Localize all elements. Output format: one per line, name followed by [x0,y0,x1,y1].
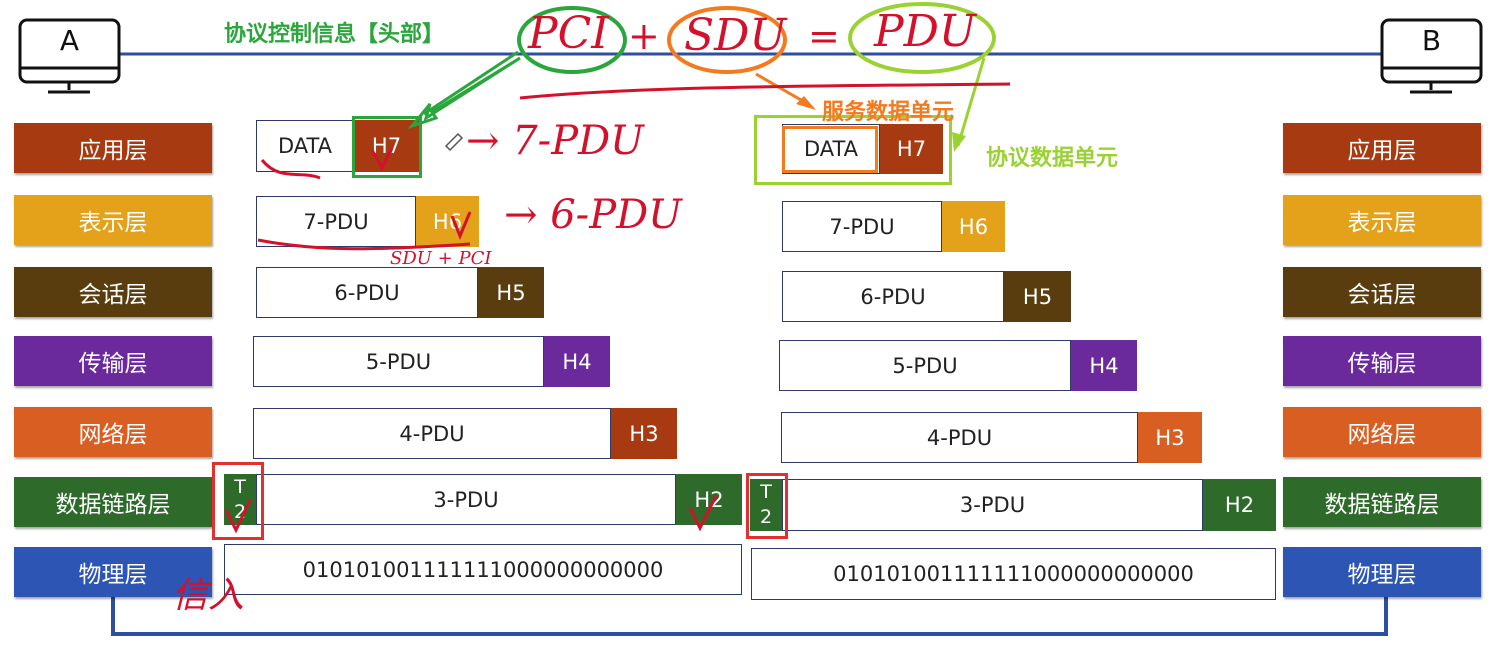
left-net-pdu-box: 4-PDU [253,408,611,459]
right-sess-pdu-box: 6-PDU [782,271,1004,322]
right-net-pdu-box: 4-PDU [781,412,1138,463]
host-a-computer-icon: A [18,18,121,94]
left-trans-pdu-box: 5-PDU [253,336,544,387]
left-layer-datalink: 数据链路层 [14,477,212,527]
right-pres-header-h6: H6 [942,201,1005,252]
host-b-computer-icon: B [1380,18,1483,94]
left-layer-network: 网络层 [14,407,212,457]
left-sess-header-h5: H5 [478,267,544,318]
left-layer-application: 应用层 [14,123,212,173]
left-pres-pdu-box: 7-PDU [256,196,416,247]
left-layer-physical: 物理层 [14,547,212,597]
hand-pres-arrow: → 6-PDU [504,192,682,238]
right-phys-bits-box: 010101001111111000000000000 [751,548,1276,600]
right-trailer-red-box [746,473,788,539]
pdu-highlight-box [754,115,952,185]
hand-equals: = [808,14,840,58]
left-trailer-red-box [212,462,264,540]
right-layer-physical: 物理层 [1283,547,1481,597]
right-app-data-box: DATA [782,124,880,174]
hand-app-arrow: → 7-PDU [466,118,644,164]
right-link-header-h2: H2 [1203,479,1276,531]
left-link-header-h2: H2 [676,474,742,525]
right-app-header-h7: H7 [880,124,943,174]
right-pres-pdu-box: 7-PDU [782,201,942,252]
right-layer-transport: 传输层 [1283,336,1481,386]
left-sess-pdu-box: 6-PDU [256,267,478,318]
left-app-data-box: DATA [256,120,354,172]
hand-plus-1: + [628,14,660,58]
pdu-annotation: 协议数据单元 [986,146,1119,171]
right-layer-presentation: 表示层 [1283,195,1481,245]
left-net-header-h3: H3 [611,408,677,459]
right-layer-network: 网络层 [1283,407,1481,457]
pci-highlight-box [352,116,422,178]
left-phys-bits-box: 010101001111111000000000000 [224,544,742,595]
right-trailer-n-text: 2 [759,506,773,528]
right-layer-datalink: 数据链路层 [1283,477,1481,527]
pci-annotation: 协议控制信息【头部】 [224,22,445,47]
host-b-label: B [1421,24,1442,57]
right-link-pdu-box: 3-PDU [782,479,1203,531]
left-link-pdu-box: 3-PDU [256,474,676,525]
left-trailer-t-text: T [234,475,246,498]
hand-sdu: SDU [684,10,787,61]
right-trans-pdu-box: 5-PDU [779,340,1071,391]
right-trailer-t-text: T [760,481,772,503]
left-trans-header-h4: H4 [544,336,610,387]
left-layer-transport: 传输层 [14,336,212,386]
right-sess-header-h5: H5 [1004,271,1071,322]
sdu-highlight-box [782,126,878,173]
right-trans-header-h4: H4 [1071,340,1137,391]
right-layer-session: 会话层 [1283,267,1481,317]
hand-pci: PCI [528,8,609,59]
hand-pres-under: SDU + PCI [390,248,492,269]
sdu-annotation: 服务数据单元 [822,100,955,125]
right-layer-application: 应用层 [1283,123,1481,173]
hand-phys-note: 信入 [172,575,245,616]
left-pres-header-h6: H6 [416,196,479,247]
right-net-header-h3: H3 [1138,412,1202,463]
left-layer-session: 会话层 [14,267,212,317]
left-layer-presentation: 表示层 [14,195,212,245]
hand-pdu: PDU [874,6,976,57]
host-a-label: A [59,24,80,57]
right-link-trailer-t2: T 2 [750,479,782,531]
